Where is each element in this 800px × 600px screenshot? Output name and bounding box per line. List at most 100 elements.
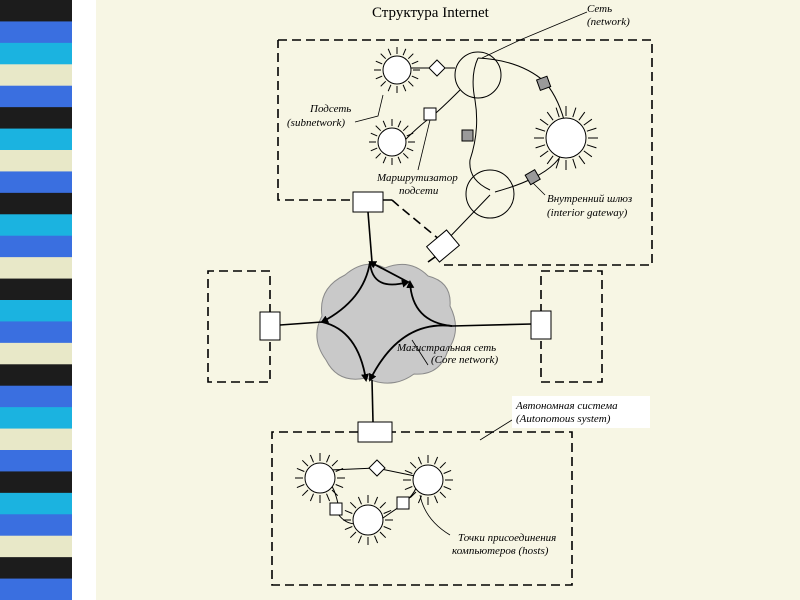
router-body	[545, 117, 587, 159]
stripe-block	[0, 535, 72, 558]
router-ray	[402, 152, 409, 159]
as-router-square-right	[396, 496, 410, 510]
subnet-router-mid-icon	[369, 119, 415, 165]
router-ray	[443, 486, 452, 491]
link-bottom-gateway	[371, 379, 374, 423]
as-router-square-left	[329, 502, 343, 516]
label-subnetwork-2: (subnetwork)	[287, 117, 345, 129]
router-ray	[326, 454, 331, 463]
router-ray	[382, 156, 387, 164]
router-ray	[331, 459, 339, 467]
stripe-block	[0, 150, 72, 172]
router-ray	[434, 456, 439, 465]
router-ray	[344, 509, 353, 514]
router-ray	[357, 535, 362, 544]
stripe-block	[0, 321, 72, 344]
router-ray	[375, 60, 383, 65]
router-body	[352, 504, 384, 536]
stripe-block	[0, 300, 72, 322]
stripe-svg	[0, 0, 72, 600]
diamond-node-top	[428, 59, 446, 77]
subnet-link-4	[469, 57, 491, 191]
core-link-left-bottom	[321, 321, 369, 382]
router-ray	[546, 155, 554, 165]
router-ray	[572, 158, 577, 169]
router-ray	[411, 75, 419, 80]
stripe-block	[0, 385, 72, 408]
router-ray	[578, 155, 586, 165]
left-network-region	[207, 270, 271, 383]
label-subnet-router-2: подсети	[399, 185, 439, 197]
router-ray	[374, 496, 379, 505]
router-ray	[335, 484, 344, 489]
stripe-block	[0, 235, 72, 258]
router-ray	[583, 118, 593, 126]
router-ray	[443, 469, 452, 474]
label-hosts-2: компьютеров (hosts)	[452, 545, 549, 557]
stripe-block	[0, 42, 72, 65]
diagram-labels: Сеть (network) Подсеть (subnetwork) Марш…	[287, 3, 632, 557]
router-ray	[382, 120, 387, 128]
label-autonomous-system-1: Автономная система	[515, 400, 618, 412]
stripe-block	[0, 128, 72, 151]
label-interior-gateway-1: Внутренний шлюз	[547, 193, 632, 205]
router-ray	[409, 461, 417, 469]
stripe-block	[0, 428, 72, 451]
leader-subnetwork	[354, 94, 384, 123]
router-ray	[434, 495, 439, 504]
router-ray	[402, 48, 407, 56]
stripe-block	[0, 278, 72, 301]
leader-autonomous-system	[479, 419, 513, 441]
router-ray	[370, 132, 378, 137]
gray-gateway-top	[535, 75, 552, 91]
router-ray	[397, 156, 402, 164]
leader-network	[481, 11, 588, 59]
stripe-block	[0, 578, 72, 600]
router-ray	[387, 84, 392, 92]
router-ray	[555, 107, 560, 118]
bridge-nodes	[368, 59, 446, 477]
stripe-block	[0, 342, 72, 365]
network-ring-bottom	[465, 169, 515, 219]
router-ray	[417, 456, 422, 465]
gateway-diagonal	[425, 229, 461, 263]
router-nodes	[295, 47, 598, 545]
stripe-block	[0, 85, 72, 108]
router-ray	[404, 486, 413, 491]
router-ray	[439, 491, 447, 499]
gray-gateway-left	[461, 129, 474, 142]
router-ray	[357, 496, 362, 505]
router-ray	[402, 84, 407, 92]
stripe-block	[0, 64, 72, 87]
small-router-nodes	[329, 75, 552, 516]
leader-subnet-router	[417, 119, 431, 171]
stripe-block	[0, 492, 72, 515]
router-ray	[375, 75, 383, 80]
router-ray	[344, 526, 353, 531]
label-hosts-1: Точки присоединения	[458, 532, 556, 544]
stripe-block	[0, 257, 72, 280]
core-link-right-top	[406, 280, 453, 327]
gateway-right	[530, 310, 552, 340]
router-ray	[375, 125, 382, 132]
label-core-network-1: Магистральная сеть	[396, 342, 496, 354]
router-ray	[409, 491, 417, 499]
stripe-block	[0, 171, 72, 194]
router-ray	[539, 150, 549, 158]
router-ray	[439, 461, 447, 469]
core-link-top-left	[320, 261, 371, 323]
stripe-block	[0, 557, 72, 580]
router-ray	[586, 144, 597, 149]
router-ray	[586, 127, 597, 132]
link-left-gateway	[279, 321, 323, 326]
router-ray	[407, 53, 414, 60]
router-ray	[326, 493, 331, 502]
label-subnet-router-1: Маршрутизатор	[376, 172, 458, 184]
host-router-bottom-icon	[343, 495, 393, 545]
top-network-region	[277, 39, 653, 266]
leader-core-network	[411, 339, 429, 366]
router-ray	[535, 144, 546, 149]
router-body	[412, 464, 444, 496]
router-ray	[375, 152, 382, 159]
